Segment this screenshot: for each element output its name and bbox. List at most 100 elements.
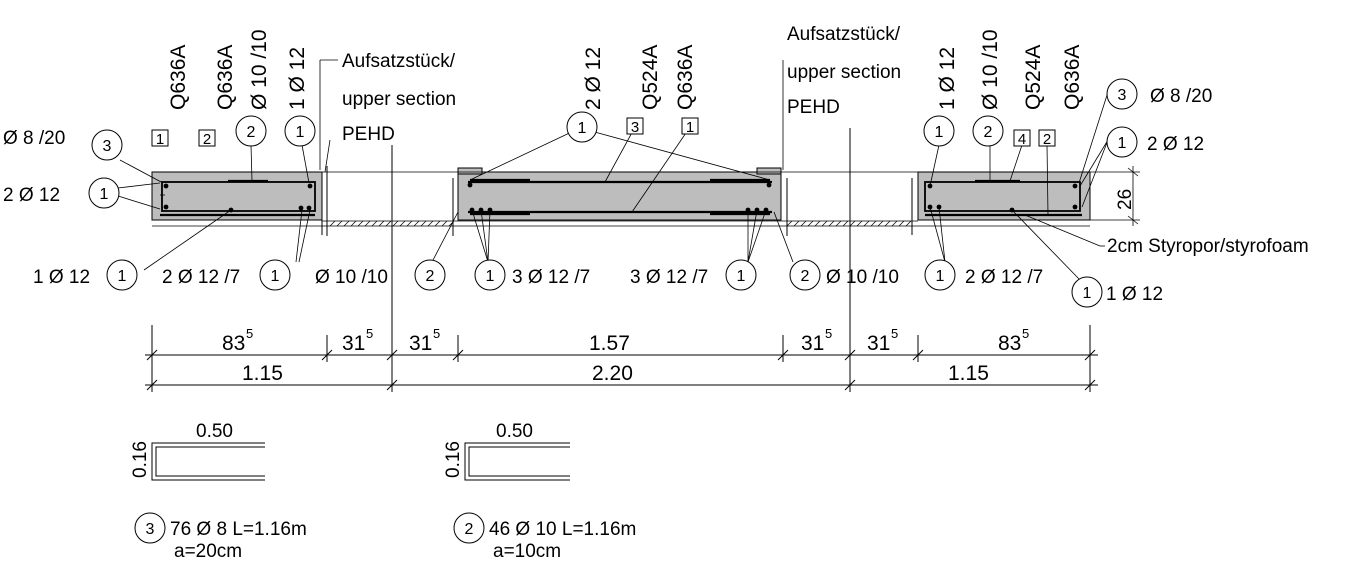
vlabel-left-bar-12: 1 Ø 12 — [286, 47, 309, 110]
shape3-height: 0.16 — [130, 441, 151, 478]
dim-d5: 31 — [801, 332, 824, 355]
marker-1-right-bot2: 1 — [1071, 276, 1103, 308]
dim-d5-sup: 5 — [825, 326, 832, 341]
marker-1-left-bot2: 1 — [259, 259, 291, 291]
box-marker-4-right: 4 — [1013, 129, 1031, 148]
svg-text:3: 3 — [1118, 87, 1127, 104]
svg-text:2: 2 — [984, 124, 993, 141]
svg-text:1: 1 — [100, 186, 109, 203]
svg-text:2: 2 — [465, 521, 474, 538]
vlabel-right-bar-12: 1 Ø 12 — [936, 47, 959, 110]
marker-1-left-top2: 1 — [284, 115, 316, 147]
upper-section-right-line3: PEHD — [787, 97, 840, 118]
label-left-bottom-bars: 2 Ø 12 /7 — [162, 267, 240, 288]
svg-text:2: 2 — [203, 131, 211, 148]
svg-text:1: 1 — [271, 268, 280, 285]
upper-section-left-line2: upper section — [342, 89, 456, 110]
vlabel-mid-bar-12: 2 Ø 12 — [582, 47, 605, 110]
dim-d2-sup: 5 — [366, 326, 373, 341]
label-left-bottom-bar: 1 Ø 12 — [33, 267, 90, 288]
label-right-top-bars: 2 Ø 12 — [1147, 134, 1204, 155]
marker-1-left-top: 1 — [88, 177, 120, 209]
label-right-bottom-bars: 2 Ø 12 /7 — [965, 267, 1043, 288]
svg-text:3: 3 — [146, 521, 155, 538]
marker-1-mid-right: 1 — [725, 259, 757, 291]
label-right-bottom-bar: 1 Ø 12 — [1106, 284, 1163, 305]
label-thickness: 26 — [1115, 189, 1136, 210]
marker-1-mid-top: 1 — [566, 111, 598, 143]
marker-1-left-bot: 1 — [106, 259, 138, 291]
dim-d6-sup: 5 — [891, 326, 898, 341]
svg-text:1: 1 — [737, 268, 746, 285]
box-marker-2-left: 2 — [198, 129, 216, 148]
label-left-top-bars: 2 Ø 12 — [3, 185, 60, 206]
dim-t3: 1.15 — [948, 362, 989, 385]
marker-2-right-top: 2 — [972, 115, 1004, 147]
upper-section-left-line1: Aufsatzstück/ — [342, 51, 456, 72]
vlabel-right-mesh-4: Q524A — [1022, 45, 1045, 110]
box-marker-1-left: 1 — [151, 129, 169, 148]
dim-d2: 31 — [342, 332, 365, 355]
svg-text:1: 1 — [578, 120, 587, 137]
svg-text:1: 1 — [486, 268, 495, 285]
dim-t2: 2.20 — [592, 362, 633, 385]
svg-text:1: 1 — [296, 124, 305, 141]
label-mid-right-bars: 3 Ø 12 /7 — [630, 267, 708, 288]
marker-3-left: 3 — [91, 129, 123, 161]
vlabel-right-bar-10: Ø 10 /10 — [979, 29, 1002, 110]
marker-2-mid-right: 2 — [789, 259, 821, 291]
upper-section-left-line3: PEHD — [342, 124, 395, 145]
label-right-stirrup: Ø 8 /20 — [1150, 86, 1212, 107]
marker-2-mid-left: 2 — [414, 259, 446, 291]
marker-2-left-top: 2 — [235, 115, 267, 147]
shape2-desc: 46 Ø 10 L=1.16m — [489, 519, 636, 540]
upper-section-right-line1: Aufsatzstück/ — [787, 24, 901, 45]
bar-shape-2: 0.50 0.16 46 Ø 10 L=1.16m a=10cm — [443, 421, 636, 562]
label-left-stirrup: Ø 8 /20 — [3, 128, 65, 149]
dim-d1-sup: 5 — [246, 326, 253, 341]
vlabel-mid-mesh-1: Q636A — [674, 45, 697, 110]
shape3-width: 0.50 — [196, 421, 233, 442]
svg-text:1: 1 — [1118, 135, 1127, 152]
marker-1-right-top: 1 — [923, 115, 955, 147]
vlabel-left-mesh-2: Q636A — [214, 45, 237, 110]
dim-d3: 31 — [409, 332, 432, 355]
vlabel-left-bar-10: Ø 10 /10 — [248, 29, 271, 110]
dim-d6: 31 — [867, 332, 890, 355]
svg-text:1: 1 — [1083, 285, 1092, 302]
svg-text:2: 2 — [247, 124, 256, 141]
box-marker-2-right: 2 — [1038, 129, 1056, 148]
box-marker-3-mid: 3 — [626, 117, 644, 136]
left-slab-body — [151, 171, 323, 221]
text-labels: Ø 8 /20 2 Ø 12 1 Ø 12 2 Ø 12 /7 Ø 10 /10… — [3, 24, 1309, 305]
shape3-desc: 76 Ø 8 L=1.16m — [170, 519, 307, 540]
svg-text:3: 3 — [103, 138, 112, 155]
shape2-height: 0.16 — [443, 441, 464, 478]
styrofoam-hatching — [329, 220, 912, 227]
left-panel — [151, 166, 328, 236]
svg-text:3: 3 — [631, 119, 639, 136]
shape3-spacing: a=20cm — [174, 541, 242, 562]
dim-d1: 83 — [222, 332, 245, 355]
marker-1-right-top2: 1 — [1106, 126, 1138, 158]
shape2-width: 0.50 — [496, 421, 533, 442]
svg-text:2: 2 — [1043, 131, 1051, 148]
svg-text:2: 2 — [426, 268, 435, 285]
leader-lines — [117, 59, 1140, 281]
vertical-labels: Q636A Q636A Ø 10 /10 1 Ø 12 2 Ø 12 Q524A… — [167, 29, 1084, 110]
marker-1-right-bot: 1 — [924, 259, 956, 291]
svg-text:1: 1 — [118, 268, 127, 285]
right-panel — [911, 171, 1091, 235]
dimension-text: 83 5 31 5 31 5 1.57 31 5 31 5 83 5 1.15 … — [222, 326, 1029, 385]
bar-shape-3: 0.50 0.16 76 Ø 8 L=1.16m a=20cm — [130, 421, 307, 562]
label-left-edge-bars: Ø 10 /10 — [315, 267, 388, 288]
right-slab-body — [917, 171, 1091, 221]
upper-section-right-line2: upper section — [787, 62, 901, 83]
dim-t1: 1.15 — [242, 362, 283, 385]
vlabel-left-mesh-1: Q636A — [167, 45, 190, 110]
box-markers: 1 2 3 1 4 2 — [151, 117, 1056, 148]
svg-text:1: 1 — [156, 131, 164, 148]
svg-text:1: 1 — [686, 119, 694, 136]
